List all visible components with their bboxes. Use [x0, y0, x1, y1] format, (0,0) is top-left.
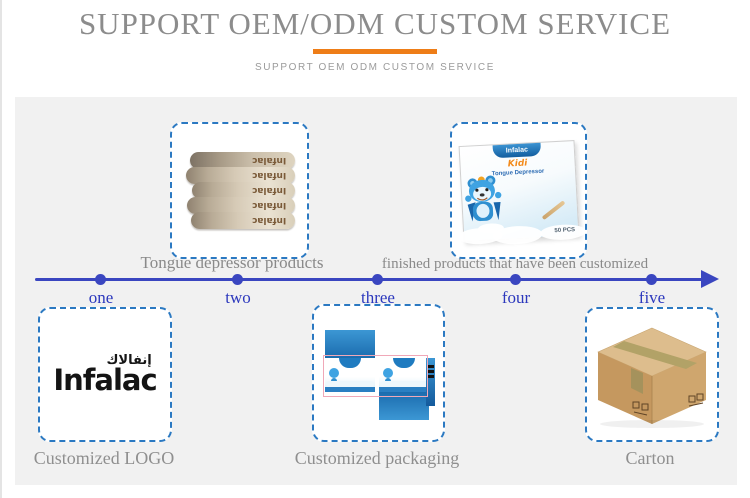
page-left-edge — [0, 0, 2, 498]
stick-brand-text: Infalac — [252, 215, 287, 225]
wooden-stick: Infalac — [190, 212, 295, 229]
product-box-image: Infalac Kidi Tongue Depressor — [457, 139, 585, 245]
timeline-dot-one — [95, 274, 106, 285]
stick-brand-text: Infalac — [252, 155, 287, 165]
finished-product-photo-card: Infalac Kidi Tongue Depressor — [450, 122, 587, 259]
wooden-stick: Infalac — [191, 182, 295, 199]
infalac-logo: إنفالاك Infalac — [53, 353, 157, 397]
carton-box-image — [597, 327, 707, 428]
customized-logo-card: إنفالاك Infalac — [38, 307, 172, 442]
packaging-dieline-outline — [322, 355, 428, 397]
timeline-step-three-label: three — [361, 288, 395, 307]
packaging-cloud — [325, 381, 374, 388]
stick-brand-text: Infalac — [252, 170, 287, 180]
packaging-artwork-image — [322, 322, 435, 424]
packaging-brand-badge — [338, 358, 361, 368]
packaging-bottom-strip — [324, 387, 375, 392]
logo-brand-text: Infalac — [53, 363, 157, 397]
timeline-dot-four — [510, 274, 521, 285]
packaging-bear-icon — [382, 368, 393, 378]
wooden-stick: Infalac — [186, 197, 295, 214]
caption-customized-logo: Customized LOGO — [33, 448, 175, 468]
page-subtitle: SUPPORT OEM ODM CUSTOM SERVICE — [254, 62, 496, 73]
tongue-depressor-photo-card: Infalac Infalac Infalac Infalac Infalac — [170, 122, 309, 259]
caption-customized-packaging: Customized packaging — [294, 448, 460, 468]
tongue-depressor-sticks-image: Infalac Infalac Infalac Infalac Infalac — [185, 152, 295, 229]
oem-service-panel: Tongue depressor products finished produ… — [15, 97, 737, 485]
packaging-brand-badge — [392, 358, 415, 368]
timeline-arrow-icon — [701, 270, 719, 288]
caption-carton: Carton — [625, 448, 675, 468]
bear-mascot-icon — [464, 174, 501, 221]
packaging-flap — [324, 330, 375, 358]
title-divider — [313, 49, 437, 54]
timeline-step-five-label: five — [638, 288, 666, 307]
mini-stick-image — [541, 199, 565, 220]
customized-packaging-card — [312, 304, 445, 442]
packaging-bottom-strip — [378, 387, 429, 392]
packaging-panel — [378, 358, 429, 392]
timeline-step-four-label: four — [501, 288, 531, 307]
carton-card — [585, 307, 719, 442]
packaging-panel — [324, 358, 375, 392]
stick-brand-text: Infalac — [252, 200, 287, 210]
logo-arabic-text: إنفالاك — [106, 353, 152, 368]
packaging-barcode-strip — [425, 358, 435, 406]
timeline-dot-five — [646, 274, 657, 285]
packaging-bear-icon — [328, 368, 339, 378]
timeline-line — [35, 278, 703, 281]
page-title: SUPPORT OEM/ODM CUSTOM SERVICE — [78, 6, 672, 41]
timeline-step-one-label: one — [88, 288, 114, 307]
stick-brand-text: Infalac — [252, 185, 287, 195]
piece-count-text: 50 PCS — [553, 226, 575, 234]
timeline-step-two-label: two — [225, 288, 251, 307]
timeline-dot-two — [232, 274, 243, 285]
wooden-stick: Infalac — [185, 167, 295, 184]
product-brand-ribbon: Infalac — [492, 142, 541, 158]
wooden-stick: Infalac — [189, 152, 295, 169]
packaging-cloud — [379, 381, 428, 388]
caption-finished-products: finished products that have been customi… — [381, 256, 649, 272]
timeline-dot-three — [372, 274, 383, 285]
